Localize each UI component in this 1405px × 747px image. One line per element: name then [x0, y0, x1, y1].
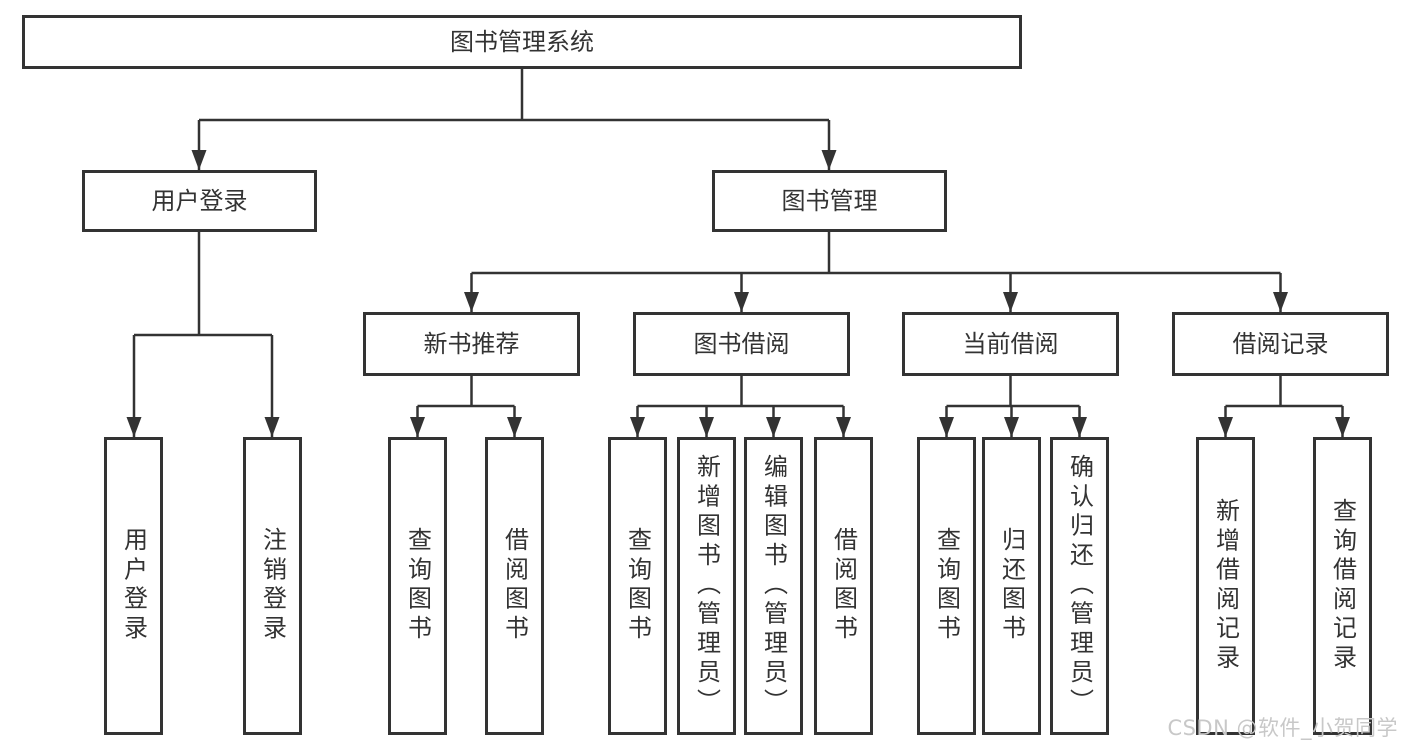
node-new-book-recommendation: 新书推荐	[363, 312, 580, 376]
leaf-logout: 注销登录	[243, 437, 302, 735]
leaf-borrow-books: 借阅图书	[485, 437, 544, 735]
node-user-login: 用户登录	[82, 170, 317, 232]
leaf-query-books: 查询图书	[608, 437, 667, 735]
leaf-borrow-books: 借阅图书	[814, 437, 873, 735]
leaf-confirm-return-admin: 确认归还（管理员）	[1050, 437, 1109, 735]
leaf-add-books-admin: 新增图书（管理员）	[677, 437, 736, 735]
leaf-edit-books-admin: 编辑图书（管理员）	[744, 437, 803, 735]
csdn-watermark: CSDN @软件_小贺同学	[1167, 716, 1398, 740]
leaf-user-login: 用户登录	[104, 437, 163, 735]
connector-trunks	[134, 69, 1343, 408]
node-library-management-system: 图书管理系统	[22, 15, 1022, 69]
leaf-add-borrow-record: 新增借阅记录	[1196, 437, 1255, 735]
leaf-query-borrow-record: 查询借阅记录	[1313, 437, 1372, 735]
leaf-return-books: 归还图书	[982, 437, 1041, 735]
leaf-query-books: 查询图书	[388, 437, 447, 735]
node-current-borrowing: 当前借阅	[902, 312, 1119, 376]
node-book-borrowing: 图书借阅	[633, 312, 850, 376]
leaf-query-books: 查询图书	[917, 437, 976, 735]
node-borrowing-records: 借阅记录	[1172, 312, 1389, 376]
node-book-management: 图书管理	[712, 170, 947, 232]
